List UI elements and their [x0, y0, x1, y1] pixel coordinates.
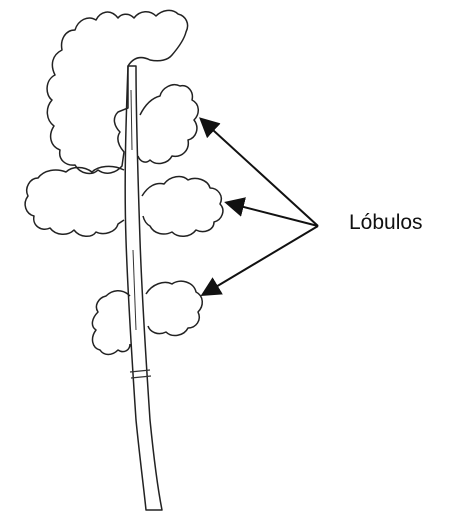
arrow-to-upper-lobe	[202, 120, 318, 226]
lower-left-lobe	[92, 291, 130, 355]
upper-right-lobe	[138, 85, 198, 164]
middle-right-lobe	[142, 177, 223, 237]
stem-detail-1	[131, 90, 132, 150]
lobulos-label: Lóbulos	[349, 211, 423, 235]
stem-detail-2	[133, 250, 136, 330]
arrow-to-lower-lobe	[204, 226, 318, 294]
lower-right-lobe	[146, 281, 202, 335]
upper-lobe	[47, 10, 187, 173]
stem	[125, 66, 162, 510]
middle-left-lobe	[25, 166, 124, 236]
